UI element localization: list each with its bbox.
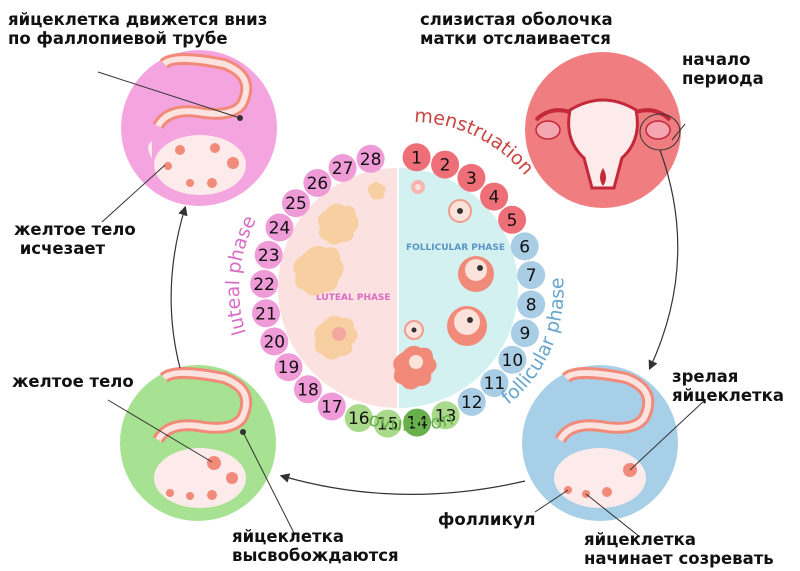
day-circle-20: [260, 327, 289, 356]
day-circle-6: [510, 232, 539, 261]
day-circle-17: [317, 392, 346, 421]
day-number: 13: [435, 406, 457, 426]
day-circle-12: [457, 387, 486, 416]
day-circle-22: [250, 269, 279, 298]
cycle-arrows: [170, 149, 679, 495]
day-circle-10: [498, 345, 527, 374]
day-circle-24: [265, 213, 294, 242]
day-number: 26: [307, 174, 329, 194]
day-circle-19: [274, 353, 303, 382]
day-circle-27: [328, 154, 357, 182]
leader-lines: [97, 71, 706, 538]
label-lining-sheds: слизистая оболочка матки отслаивается: [420, 10, 613, 48]
day-number: 23: [258, 246, 280, 266]
stage-lining-sheds: [525, 52, 681, 208]
luteal-half: [278, 168, 398, 408]
day-number: 10: [502, 351, 524, 371]
day-number: 4: [489, 188, 500, 208]
label-egg-matures: яйцеклетка начинает созревать: [584, 530, 774, 568]
day-number: 7: [526, 266, 537, 286]
day-number: 20: [263, 333, 285, 353]
day-circle-18: [294, 375, 322, 404]
day-number: 15: [377, 415, 399, 435]
day-circle-28: [356, 144, 385, 173]
day-circle-4: [480, 182, 509, 211]
day-circle-8: [517, 290, 546, 319]
stage-follicle-maturing: [522, 365, 678, 521]
day-circle-3: [457, 163, 486, 192]
day-number: 16: [348, 409, 370, 429]
day-number: 19: [278, 358, 300, 378]
follicular-half: [398, 168, 518, 408]
day-circle-23: [254, 240, 283, 269]
day-number: 5: [507, 211, 518, 231]
day-circle-11: [480, 369, 509, 398]
day-number: 24: [269, 219, 291, 239]
day-circle-15: [373, 409, 402, 438]
day-circle-13: [431, 401, 460, 430]
stage-ovulation: [120, 365, 276, 521]
day-number: 6: [519, 237, 530, 257]
day-number: 3: [466, 169, 477, 189]
day-number: 28: [360, 150, 382, 170]
luteal-inner-label: LUTEAL PHASE: [316, 293, 391, 303]
day-number: 17: [321, 398, 343, 418]
label-egg-moves: яйцеклетка движется вниз по фаллопиевой …: [8, 10, 268, 48]
day-number: 8: [526, 296, 537, 316]
label-corpus-luteum: желтое тело: [12, 372, 134, 391]
day-number: 1: [411, 148, 422, 168]
day-circle-16: [344, 404, 373, 433]
day-number: 27: [332, 159, 354, 179]
day-number: 9: [519, 324, 530, 344]
day-circle-26: [303, 169, 332, 197]
label-follicle: фолликул: [438, 510, 536, 529]
day-circle-9: [510, 319, 539, 348]
day-circle-21: [252, 299, 280, 328]
corpus-luteum-stages: [293, 182, 386, 360]
day-circle-2: [431, 150, 460, 179]
day-number: 18: [297, 380, 319, 400]
label-corpus-disappears: желтое тело исчезает: [14, 220, 136, 258]
follicle-stages: [393, 180, 494, 390]
day-number: 25: [285, 194, 307, 214]
day-circle-1: [402, 143, 431, 172]
day-number: 2: [440, 156, 451, 176]
day-number: 11: [484, 374, 506, 394]
day-circle-25: [282, 189, 310, 218]
label-period-start: начало периода: [682, 50, 764, 88]
label-egg-released: яйцеклетка высвобождаются: [232, 527, 399, 565]
day-number: 21: [255, 304, 277, 324]
day-number: 12: [461, 393, 483, 413]
day-number: 22: [253, 275, 275, 295]
day-number: 14: [406, 414, 428, 434]
stage-egg-in-tube: [121, 50, 277, 206]
day-circle-7: [517, 261, 546, 290]
label-mature-egg: зрелая яйцеклетка: [672, 367, 784, 405]
day-circle-14: [403, 408, 432, 437]
follicular-inner-label: FOLLICULAR PHASE: [406, 243, 505, 253]
day-circle-5: [498, 205, 527, 234]
